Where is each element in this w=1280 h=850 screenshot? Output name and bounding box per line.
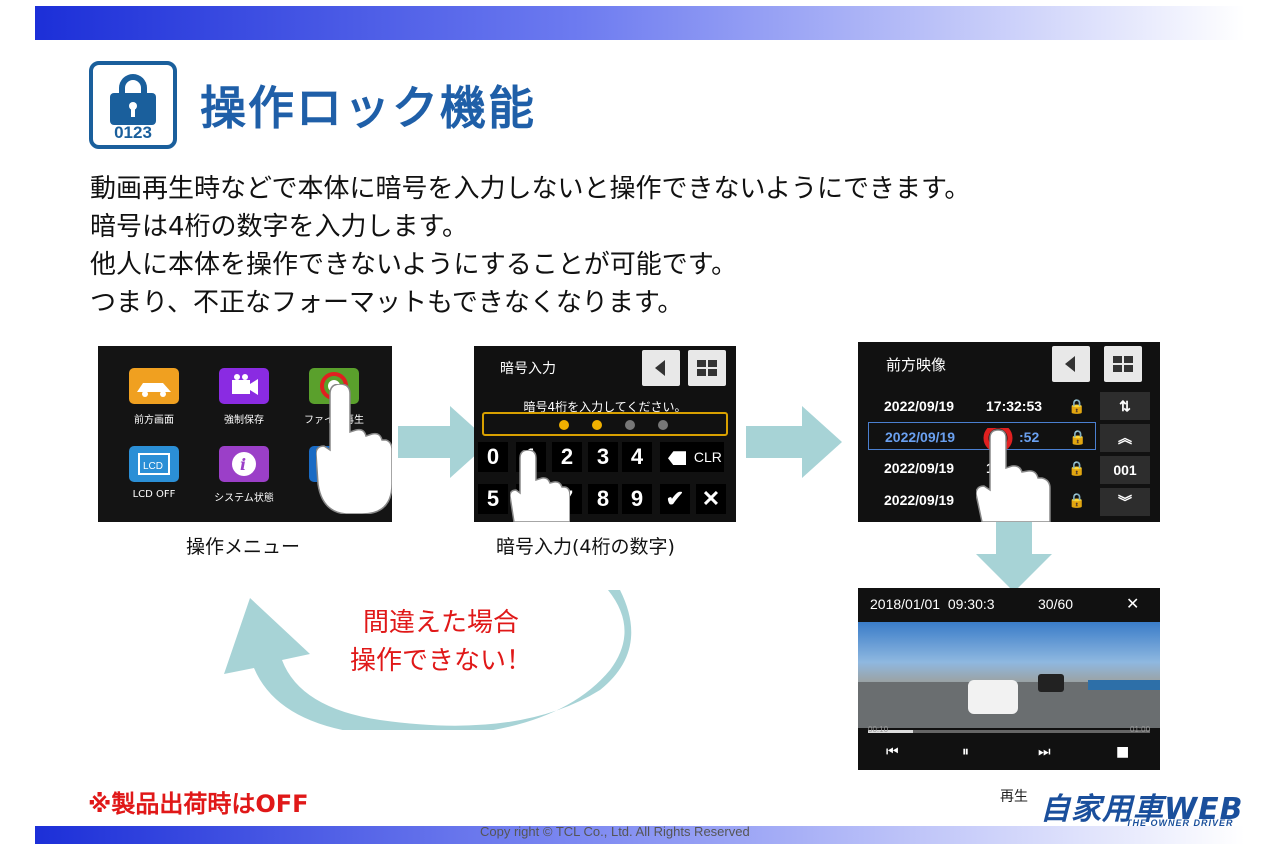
menu-screen: 前方画面 強制保存 ファイル再生 LCD LCD OFF i システム状態 設定 xyxy=(98,346,392,522)
video-frame xyxy=(858,622,1160,728)
description: 動画再生時などで本体に暗号を入力しないと操作できないようにできます。 暗号は4桁… xyxy=(90,170,1090,322)
video-camera-icon xyxy=(219,368,269,404)
file-list-screen: 前方映像 2022/09/19 17:32:53 🔒 2022/09/19 :5… xyxy=(858,342,1160,522)
pin-caption: 暗号入力(4桁の数字) xyxy=(496,536,675,558)
time-right: 01:00 xyxy=(1130,725,1151,734)
hand-pointer-icon xyxy=(316,384,392,514)
pin-indicator xyxy=(482,412,728,436)
next-icon[interactable]: ⏭ xyxy=(1038,744,1051,760)
key-9[interactable]: 9 xyxy=(622,484,652,514)
pause-icon[interactable]: ⏸ xyxy=(962,744,969,760)
page-down-icon[interactable]: ︾ xyxy=(1100,488,1150,516)
sort-icon[interactable]: ⇅ xyxy=(1100,392,1150,420)
description-line: つまり、不正なフォーマットもできなくなります。 xyxy=(90,288,684,318)
playback-counter: 30/60 xyxy=(1038,596,1074,612)
hand-pointer-icon xyxy=(510,450,570,522)
menu-caption: 操作メニュー xyxy=(186,536,301,558)
info-icon: i xyxy=(219,446,269,482)
list-header: 前方映像 xyxy=(886,356,947,374)
retry-text: 間違えた場合 操作できない！ xyxy=(350,608,533,676)
cancel-x-icon[interactable]: ✕ xyxy=(696,484,726,514)
factory-setting-note: ※製品出荷時はOFF xyxy=(88,790,309,818)
bottom-banner-bar xyxy=(35,826,1245,844)
key-2[interactable]: 2 xyxy=(552,442,582,472)
key-3[interactable]: 3 xyxy=(588,442,618,472)
clear-button[interactable]: CLR xyxy=(660,442,724,472)
file-row[interactable]: 2022/09/19 🔒 xyxy=(884,492,1086,508)
copyright: Copy right © TCL Co., Ltd. All Rights Re… xyxy=(480,824,750,839)
key-5[interactable]: 5 xyxy=(478,484,508,514)
menu-item-lcd-off[interactable]: LCD LCD OFF xyxy=(114,446,194,500)
svg-text:i: i xyxy=(240,455,246,474)
previous-icon[interactable]: ⏮ xyxy=(886,744,899,760)
right-arrow-icon xyxy=(398,406,490,478)
key-0[interactable]: 0 xyxy=(478,442,508,472)
lcd-icon: LCD xyxy=(129,446,179,482)
description-line: 動画再生時などで本体に暗号を入力しないと操作できないようにできます。 xyxy=(90,174,971,204)
confirm-check-icon[interactable]: ✔ xyxy=(660,484,690,514)
lock-icon: 🔒 xyxy=(1068,398,1086,414)
menu-item-front-view[interactable]: 前方画面 xyxy=(114,368,194,426)
lock-icon: 🔒 xyxy=(1068,492,1086,508)
page-number: 001 xyxy=(1100,456,1150,484)
down-arrow-icon xyxy=(976,522,1052,592)
backspace-icon xyxy=(668,451,686,466)
menu-item-system-status[interactable]: i システム状態 xyxy=(204,446,284,504)
hand-pointer-icon xyxy=(976,428,1051,522)
description-line: 暗号は4桁の数字を入力します。 xyxy=(90,212,468,242)
right-arrow-icon xyxy=(746,406,842,478)
svg-text:LCD: LCD xyxy=(143,461,163,472)
seek-bar[interactable] xyxy=(868,730,1150,733)
padlock-icon: 0123 xyxy=(89,61,177,149)
close-icon[interactable]: ✕ xyxy=(1126,594,1140,613)
stop-icon[interactable]: ■ xyxy=(1116,744,1130,760)
playback-timestamp: 2018/01/01 09:30:3 xyxy=(870,596,995,612)
grid-menu-button[interactable] xyxy=(1104,346,1142,382)
playback-screen: 2018/01/01 09:30:3 30/60 ✕ 00:10 01:00 ⏮… xyxy=(858,588,1160,770)
lock-icon: 🔒 xyxy=(1069,429,1087,445)
menu-item-force-save[interactable]: 強制保存 xyxy=(204,368,284,426)
pin-header: 暗号入力 xyxy=(500,361,556,377)
back-button[interactable] xyxy=(1052,346,1090,382)
car-icon xyxy=(129,368,179,404)
pin-screen: 暗号入力 暗号4桁を入力してください。 0 1 2 3 4 CLR 5 6 7 … xyxy=(474,346,736,522)
page-title: 操作ロック機能 xyxy=(200,81,536,135)
file-row-selected[interactable]: 2022/09/19 :52 🔒 xyxy=(868,422,1096,450)
page-up-icon[interactable]: ︽ xyxy=(1100,424,1150,452)
grid-menu-button[interactable] xyxy=(688,350,726,386)
lock-icon: 🔒 xyxy=(1068,460,1086,476)
top-banner-bar xyxy=(35,6,1245,40)
time-left: 00:10 xyxy=(868,725,889,734)
file-row[interactable]: 2022/09/19 17:32:53 🔒 xyxy=(884,398,1086,414)
lock-code-text: 0123 xyxy=(114,123,152,142)
key-8[interactable]: 8 xyxy=(588,484,618,514)
back-button[interactable] xyxy=(642,350,680,386)
pin-prompt: 暗号4桁を入力してください。 xyxy=(523,400,687,414)
description-line: 他人に本体を操作できないようにすることが可能です。 xyxy=(90,250,738,280)
key-4[interactable]: 4 xyxy=(622,442,652,472)
brand-logo: 再生 自家用車WEB THE OWNER DRIVER xyxy=(1000,789,1244,828)
